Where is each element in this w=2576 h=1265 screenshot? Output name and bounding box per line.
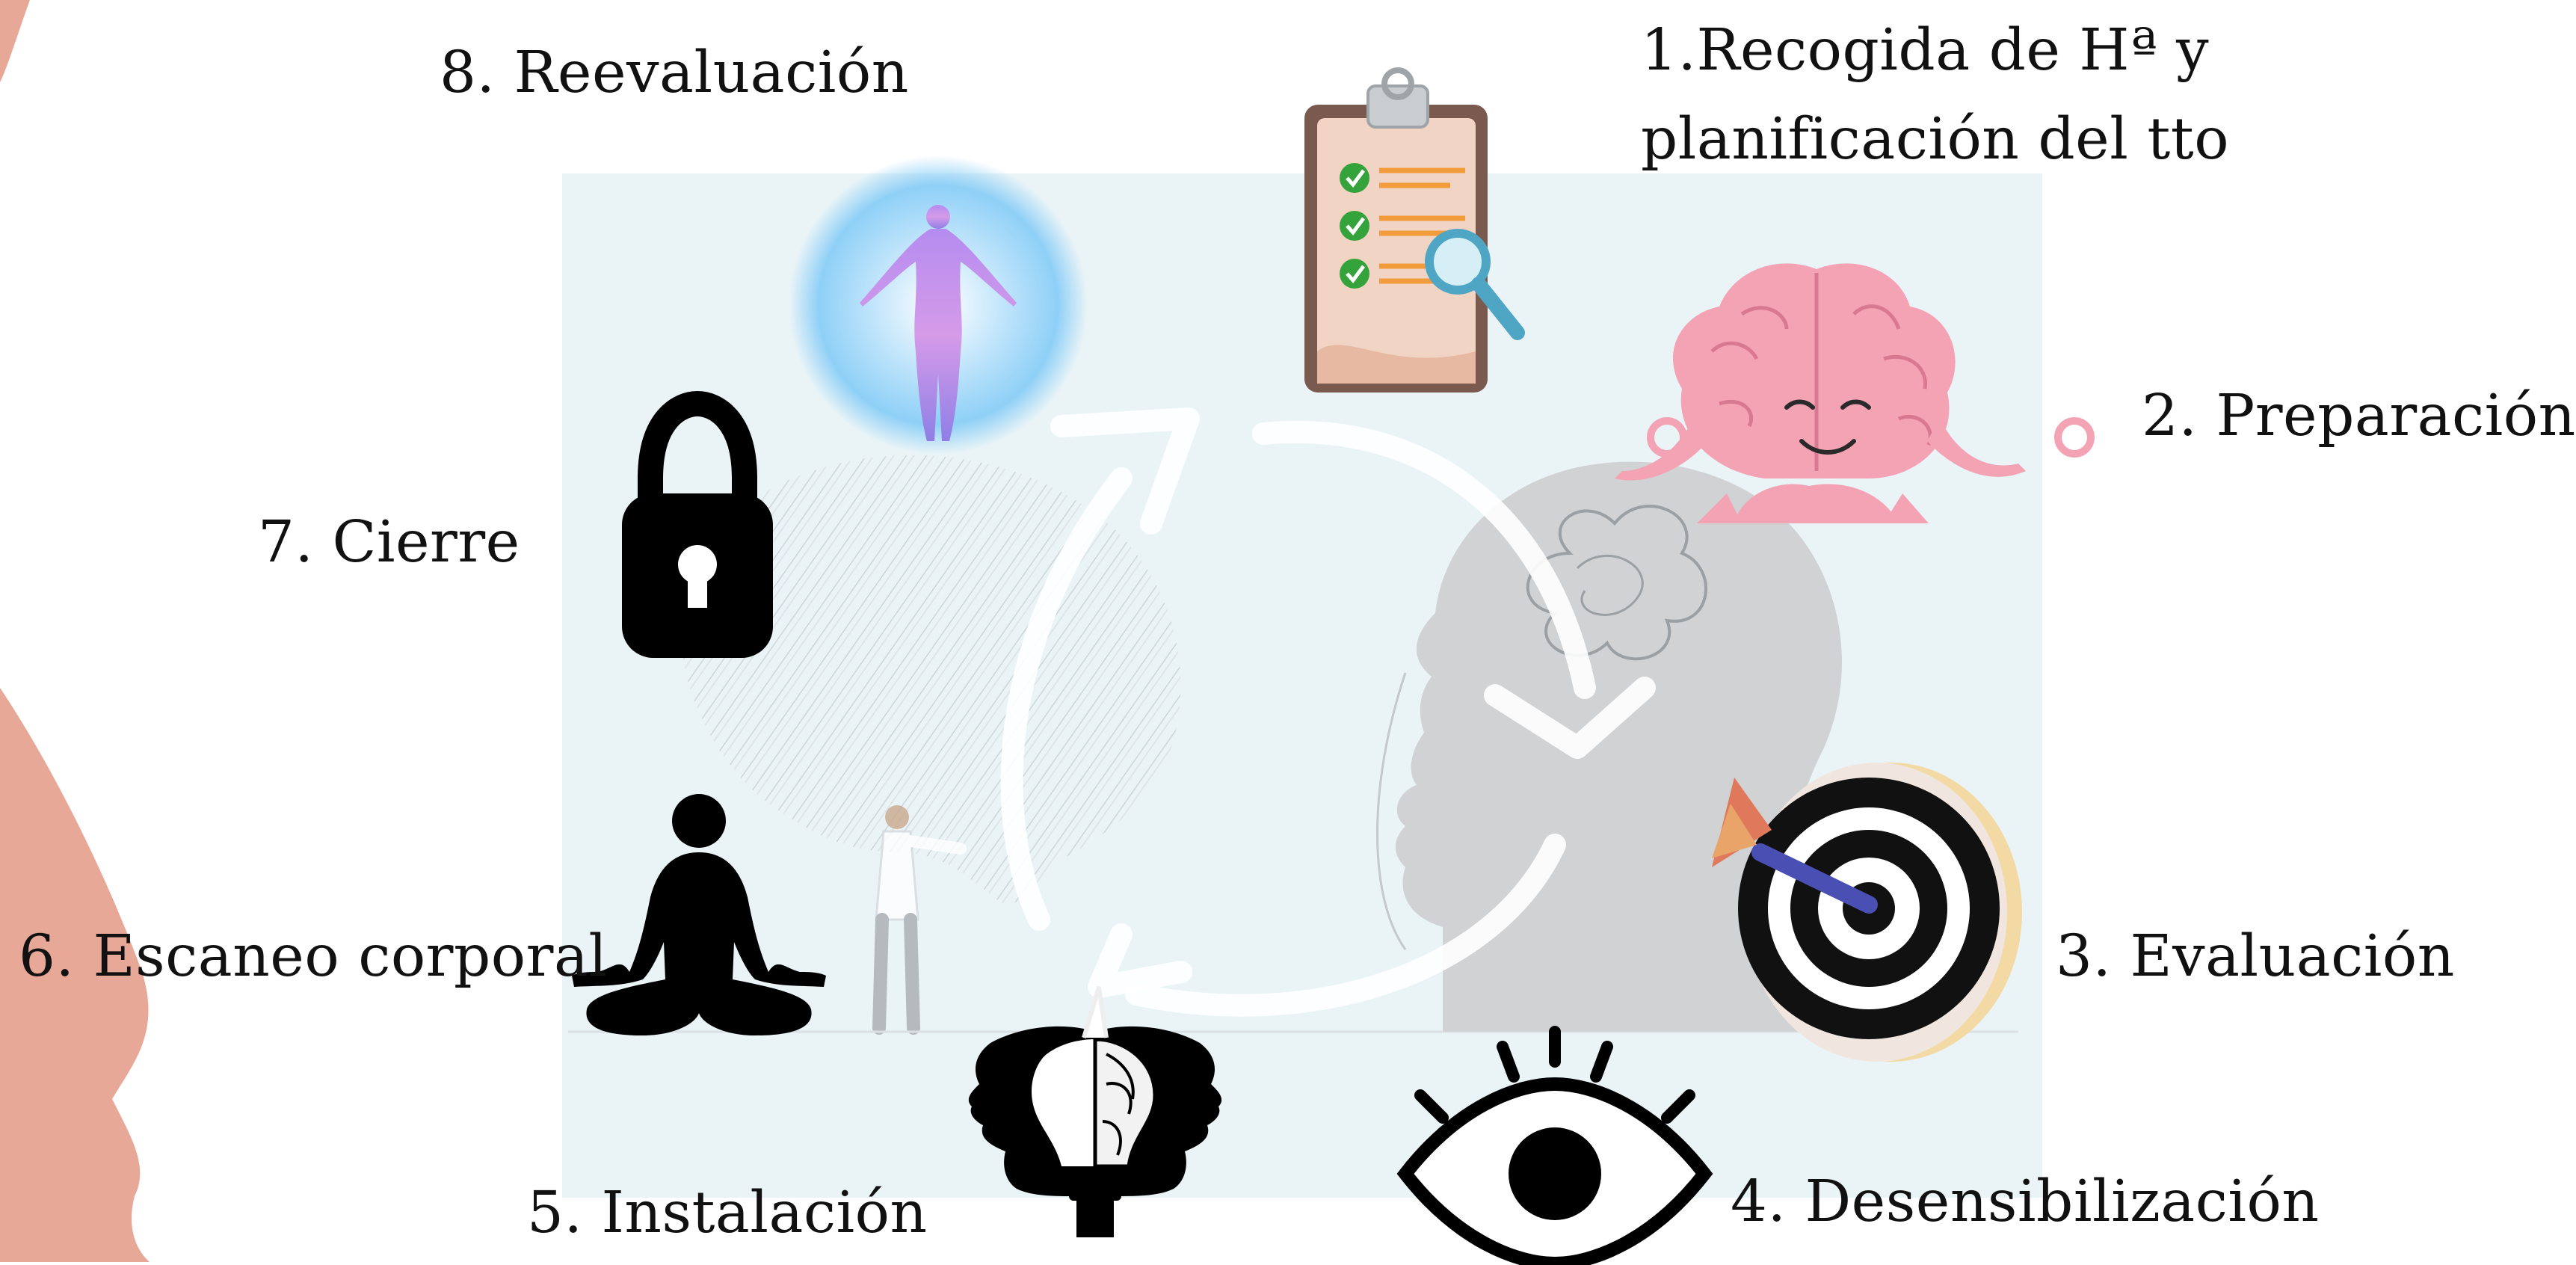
step-1-label-line-1: 1.Recogida de Hª y <box>1641 17 2210 84</box>
step-8-label: 8. Reevaluación <box>440 40 909 106</box>
step-1-label: 1.Recogida de Hª y planificación del tto <box>1641 6 2230 185</box>
gray-head-profile <box>1376 461 1842 1032</box>
clipboard-checklist-icon <box>1304 67 1525 393</box>
step-4-label: 4. Desensibilización <box>1731 1169 2320 1235</box>
cycle-arrow-left <box>1000 467 1133 931</box>
step-1-label-line-2: planificación del tto <box>1641 106 2230 173</box>
glowing-body-icon <box>789 156 1088 455</box>
step-7-label: 7. Cierre <box>258 509 520 576</box>
cycle-arrow-top <box>1252 420 1596 699</box>
step-3-label: 3. Evaluación <box>2056 923 2455 990</box>
left-face-silhouette <box>0 688 150 1262</box>
step-6-label: 6. Escaneo corporal <box>19 923 608 990</box>
step-2-label: 2. Preparación <box>2142 383 2576 449</box>
cycle-arrow-bottom <box>1125 834 1566 1017</box>
eye-icon <box>1396 1026 1713 1265</box>
step-5-label: 5. Instalación <box>527 1180 928 1246</box>
meditating-brain-icon <box>1615 263 2095 523</box>
meditation-pose-icon <box>572 794 826 1035</box>
left-side-shape <box>0 0 30 82</box>
target-dart-icon <box>1712 763 2022 1062</box>
padlock-icon <box>622 390 773 658</box>
lightbulb-brain-heads-icon <box>968 986 1222 1237</box>
cycle-arrows <box>1000 407 1656 1017</box>
presenter-figure <box>568 805 2018 1035</box>
